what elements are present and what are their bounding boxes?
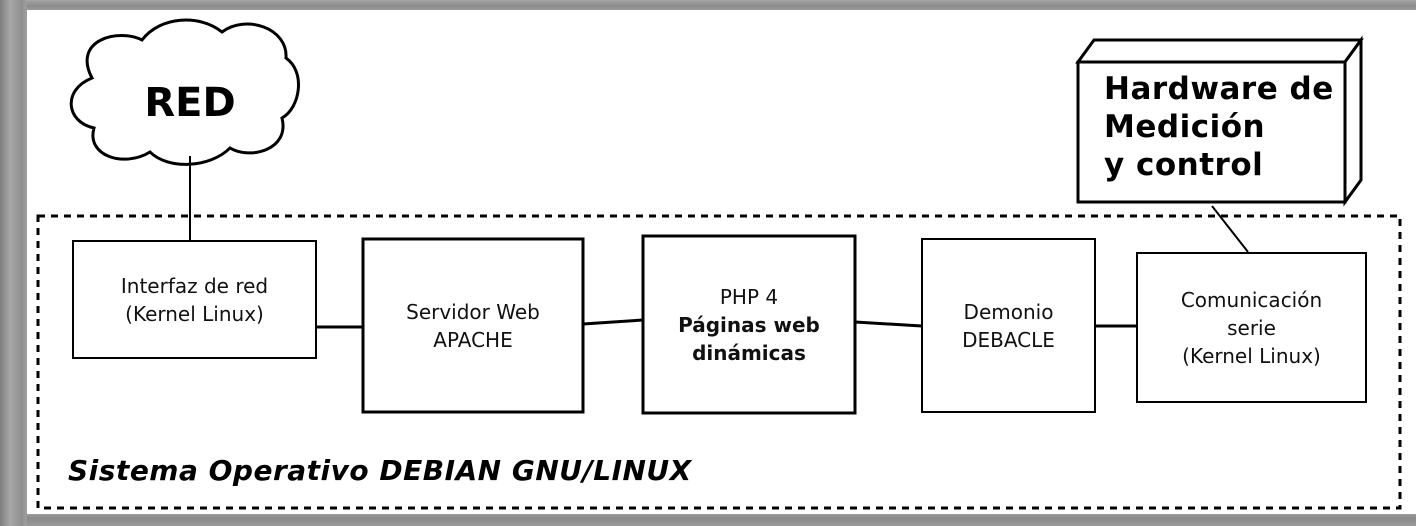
hardware-label-line-2: Medición xyxy=(1104,109,1266,145)
php-line-3: dinámicas xyxy=(692,340,806,365)
php-box xyxy=(641,234,857,415)
serial-box xyxy=(1136,252,1367,403)
serial-line-1: Comunicación xyxy=(1180,287,1323,312)
interface-line-2: (Kernel Linux) xyxy=(125,301,264,326)
network-label: RED xyxy=(144,80,236,126)
apache-box-label: Servidor Web APACHE xyxy=(363,239,583,412)
daemon-box-label: Demonio DEBACLE xyxy=(922,239,1095,412)
apache-line-2: APACHE xyxy=(433,327,513,352)
php-line-2: Páginas web xyxy=(678,312,820,337)
hardware-node-side xyxy=(1343,35,1363,207)
php-line-1: PHP 4 xyxy=(719,284,779,309)
serial-line-3: (Kernel Linux) xyxy=(1182,343,1321,368)
serial-line-2: serie xyxy=(1227,315,1276,340)
daemon-line-1: Demonio xyxy=(963,299,1054,324)
daemon-box xyxy=(921,238,1096,413)
interface-box-label: Interfaz de red (Kernel Linux) xyxy=(73,241,316,358)
network-cloud xyxy=(69,18,300,166)
daemon-line-2: DEBACLE xyxy=(962,327,1055,352)
system-label: Sistema Operativo DEBIAN GNU/LINUX xyxy=(68,454,692,487)
hardware-node-front xyxy=(1076,60,1347,204)
interface-box xyxy=(72,240,317,359)
apache-line-1: Servidor Web xyxy=(406,299,540,324)
hardware-label-line-3: y control xyxy=(1104,147,1264,183)
interface-line-1: Interfaz de red xyxy=(120,273,269,298)
system-boundary xyxy=(36,214,1402,510)
link-php-daemon xyxy=(854,320,923,328)
hardware-node-top xyxy=(1075,38,1364,64)
hardware-label-line-1: Hardware de xyxy=(1104,71,1334,107)
link-apache-php xyxy=(582,318,644,326)
apache-box xyxy=(361,237,585,414)
hardware-label: Hardware de Medición y control xyxy=(1104,70,1344,184)
serial-box-label: Comunicación serie (Kernel Linux) xyxy=(1137,253,1366,402)
php-box-label: PHP 4 Páginas web dinámicas xyxy=(643,236,855,413)
hardware-to-serial-line xyxy=(1211,205,1249,253)
